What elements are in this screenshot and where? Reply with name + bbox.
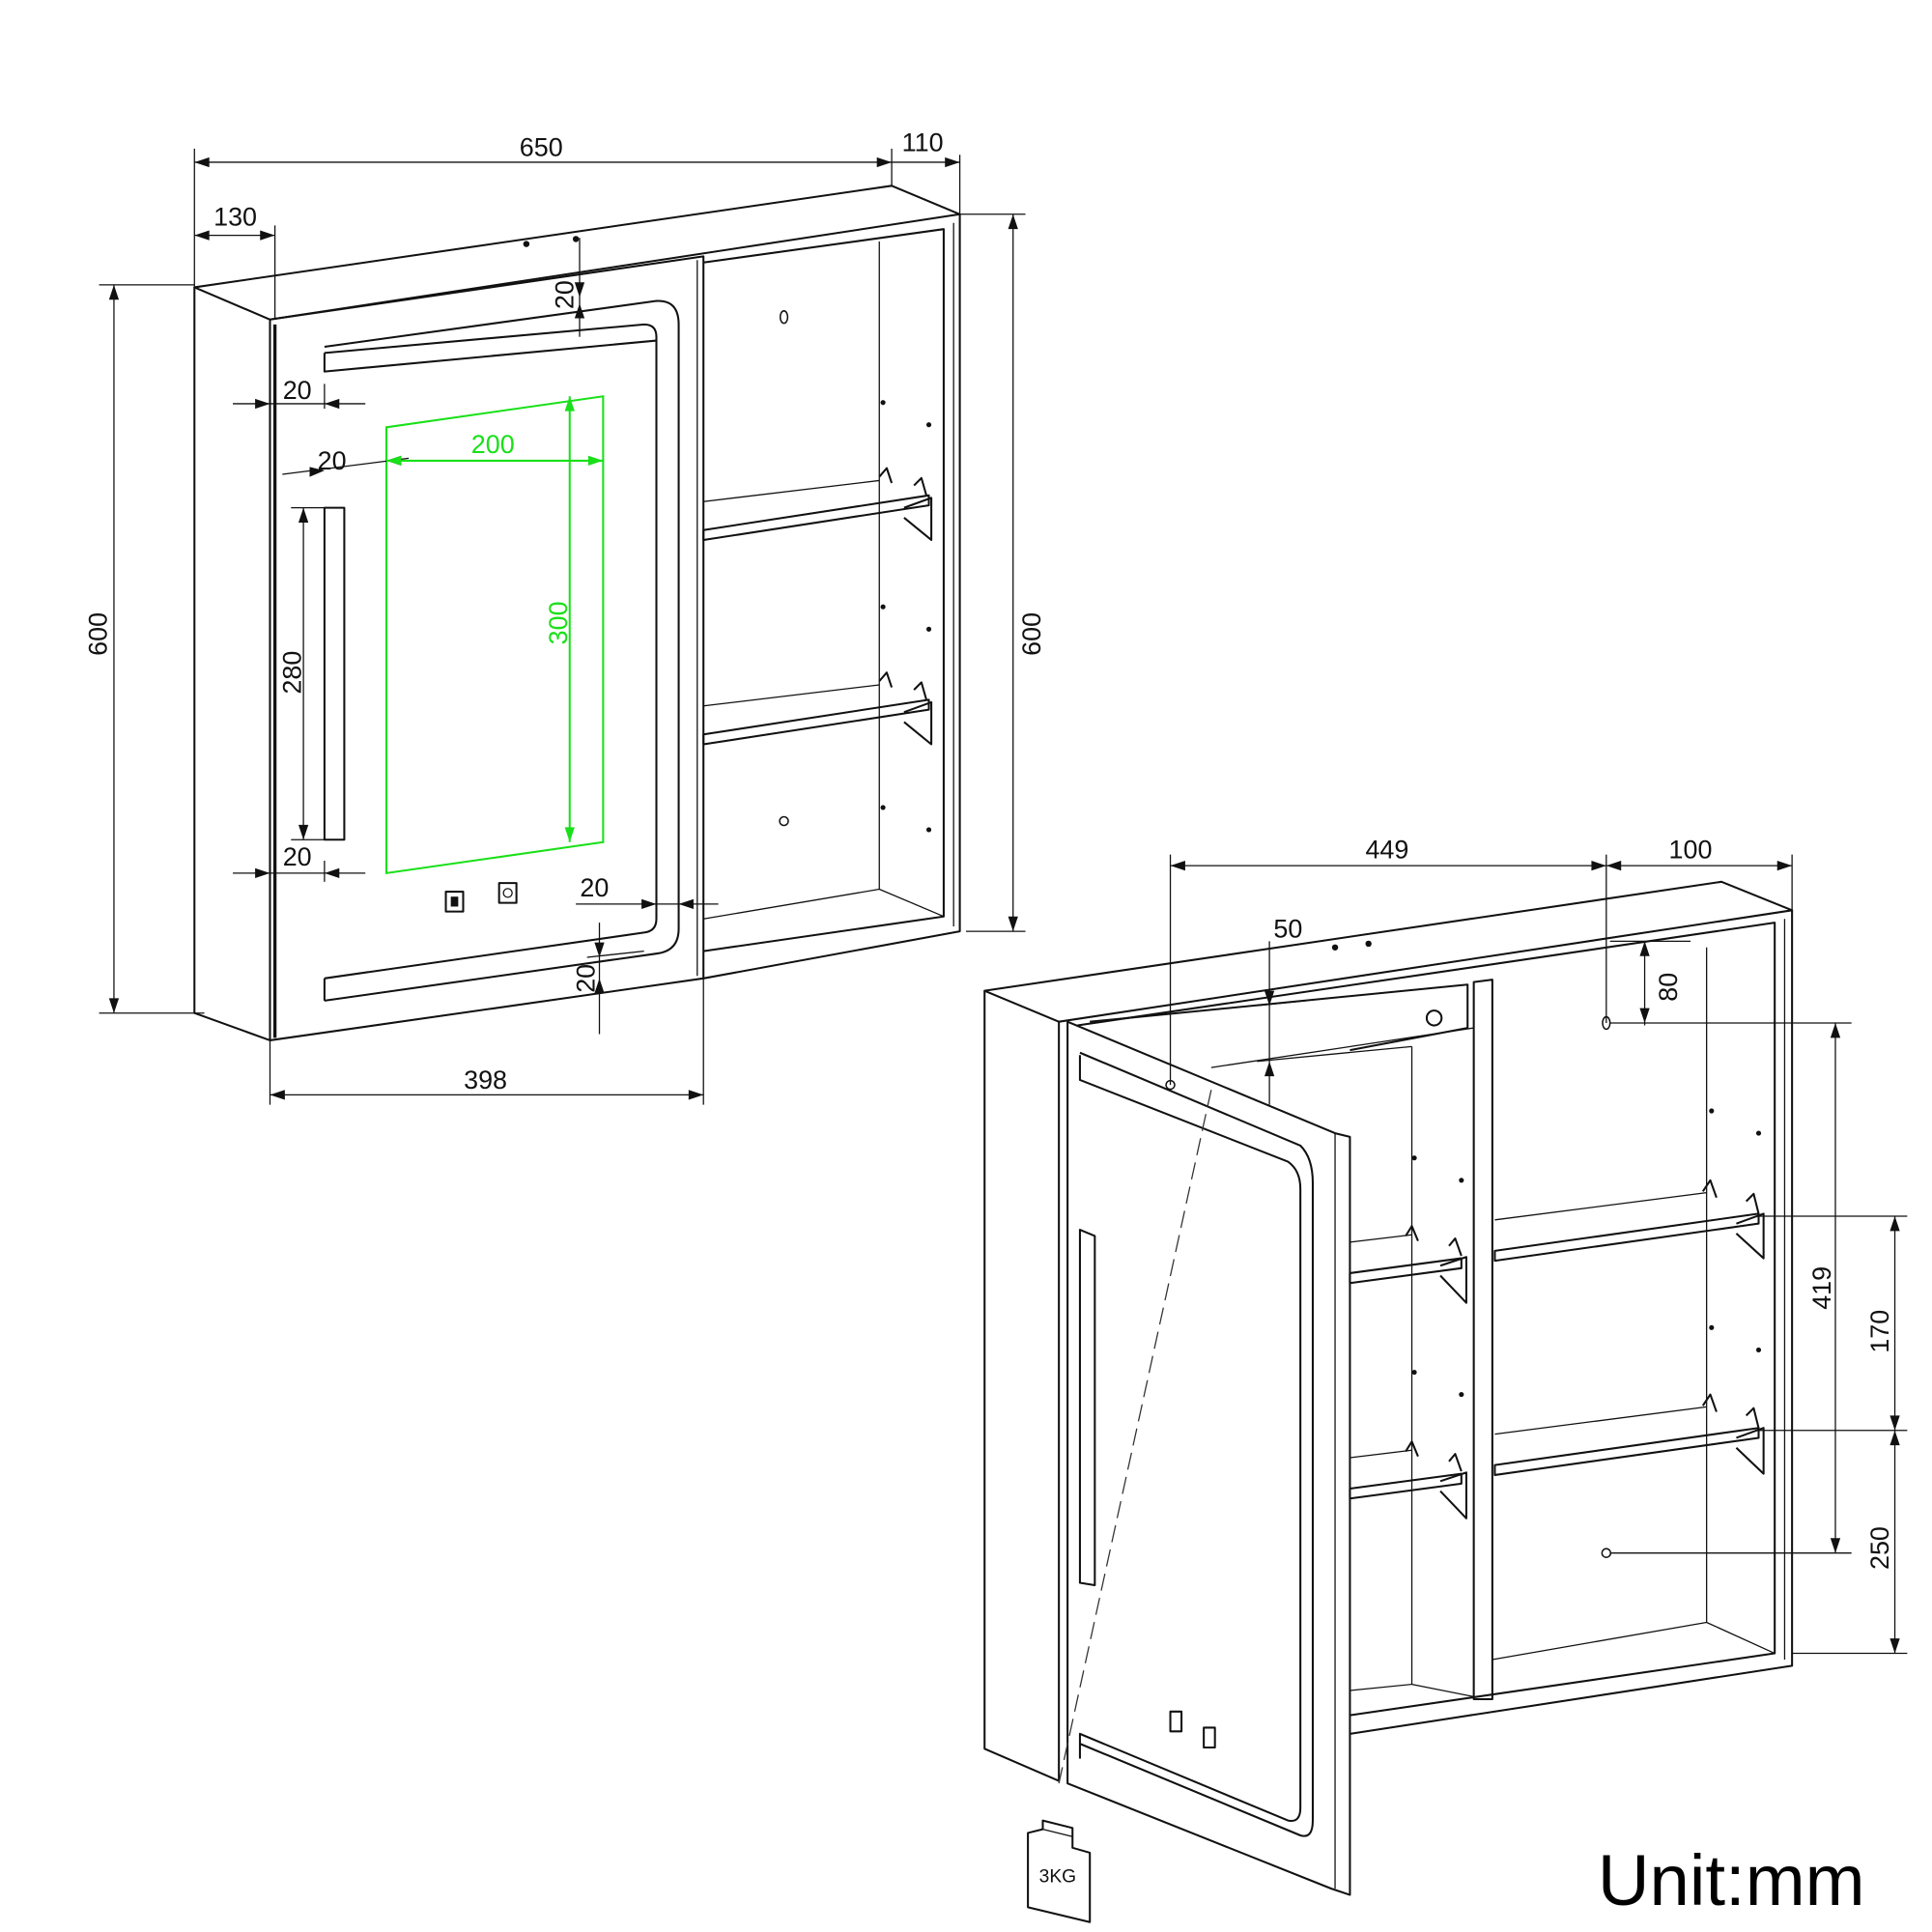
open-door-led-frame [1079, 1051, 1315, 1837]
open-door-panel [1066, 1020, 1351, 1896]
dim-depth: 110 [902, 128, 944, 156]
dim-top-inset: 50 [1273, 915, 1302, 944]
weight-indicator-line [1058, 1090, 1212, 1784]
shelf-upper-right [1493, 1179, 1765, 1263]
light-switch-icon [1169, 1710, 1183, 1733]
hanging-hole-icon [779, 815, 789, 827]
dim-led-right-margin: 20 [580, 873, 609, 902]
shelf-upper [702, 467, 933, 541]
cabinet-right-side [1350, 910, 1794, 1735]
dim-mirror-width: 200 [471, 430, 515, 459]
power-button-icon [1203, 1726, 1216, 1749]
open-view-cabinet [983, 880, 1794, 1782]
dim-led-top-margin: 20 [551, 280, 580, 309]
shelf-upper-left [1349, 1225, 1467, 1304]
open-door-handle [1078, 1229, 1096, 1587]
led-frame [324, 299, 680, 1002]
weight-tag: 3KG [1027, 1819, 1092, 1923]
cabinet-divider [1472, 979, 1493, 1701]
dim-shelf-spacing: 170 [1865, 1310, 1894, 1353]
cabinet-left-side [983, 990, 1061, 1782]
shelf-lower-right [1493, 1393, 1765, 1476]
cabinet-left-side [193, 287, 271, 1041]
hanging-hole-icon [779, 310, 789, 325]
cabinet-right-side [703, 213, 961, 980]
dim-height-right: 600 [1017, 612, 1046, 656]
weight-tag-label: 3KG [1039, 1867, 1076, 1888]
open-view-dimensions: 449 100 50 80 419 170 250 [1169, 835, 1908, 1655]
dim-bottom-shelf-height: 250 [1865, 1526, 1894, 1570]
door-panel [270, 255, 705, 1041]
dim-led-bottom-margin: 20 [571, 964, 600, 993]
dim-mirror-height: 300 [544, 601, 573, 644]
dim-handle-length: 280 [278, 651, 307, 695]
front-view-dimensions: 650 110 130 600 600 20 20 20 200 [83, 128, 1046, 1105]
dim-height-left: 600 [83, 612, 112, 656]
top-light-housing [1090, 983, 1469, 1052]
cabinet-interior [703, 228, 945, 952]
door-handle [323, 506, 346, 841]
front-view-door [270, 255, 705, 1041]
light-switch-icon [444, 891, 465, 913]
dim-door-width: 398 [464, 1065, 507, 1094]
dim-left-compartment-width: 449 [1365, 835, 1408, 864]
dim-hole-spacing: 419 [1807, 1266, 1836, 1310]
unit-label: Unit:mm [1598, 1840, 1865, 1920]
dim-side-offset: 130 [213, 202, 257, 231]
dim-handle-offset: 20 [318, 446, 347, 475]
dim-led-bottom-left-margin: 20 [283, 842, 312, 871]
dim-total-width: 650 [520, 133, 563, 162]
shelf-lower-left [1349, 1440, 1467, 1520]
dim-right-compartment-width: 100 [1669, 835, 1713, 864]
dim-hole-top-offset: 80 [1654, 973, 1683, 1002]
power-button-icon [497, 882, 518, 904]
open-view-door: 3KG [1027, 1020, 1351, 1923]
mirror-area-highlight [384, 395, 605, 875]
dim-led-left-margin: 20 [283, 376, 312, 405]
hanging-hole-icon [1601, 1548, 1612, 1558]
shelf-lower [702, 671, 933, 746]
